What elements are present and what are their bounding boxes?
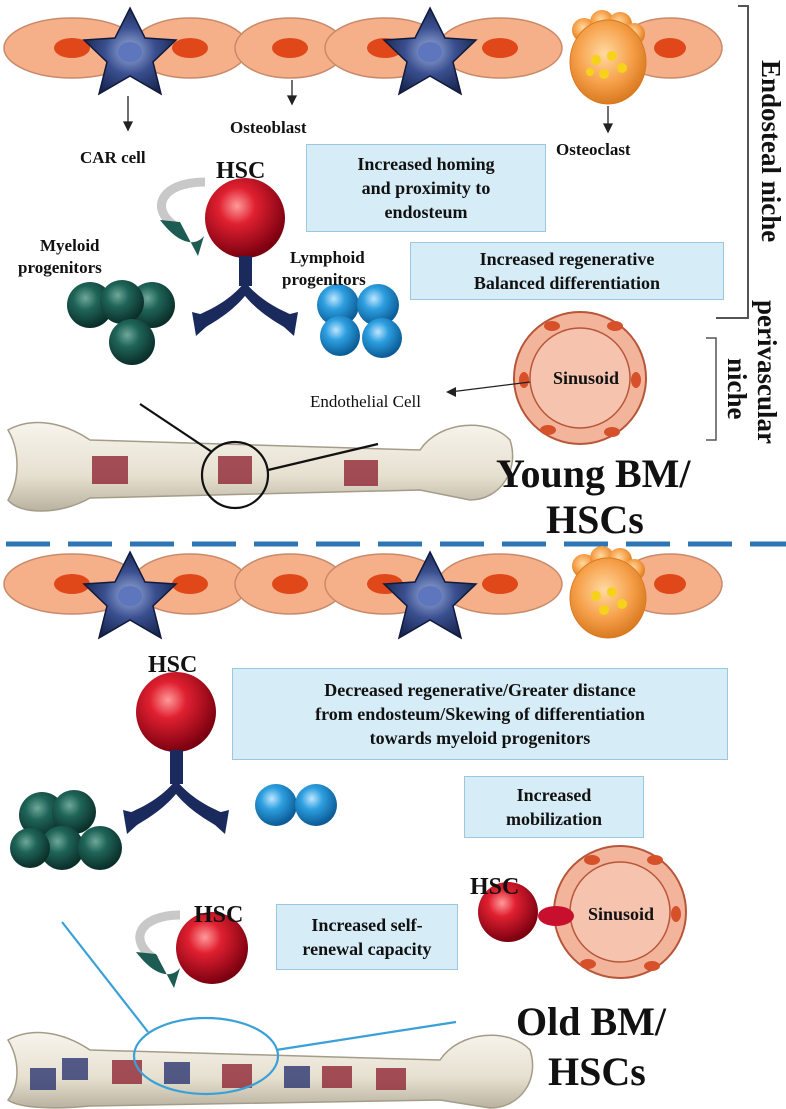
bone-zoom-line bbox=[139, 403, 213, 453]
selfrenewal-line1: Increased self- bbox=[311, 915, 423, 935]
bone-zoom-line bbox=[61, 921, 149, 1033]
regen-line2: Balanced differentiation bbox=[473, 273, 661, 293]
sinusoid-label-old: Sinusoid bbox=[588, 904, 655, 924]
lymphoid-label-line2: progenitors bbox=[282, 270, 366, 289]
niche-label: niche bbox=[722, 358, 752, 420]
osteoblast-nucleus bbox=[172, 574, 208, 594]
bone-zoom-line bbox=[267, 442, 379, 472]
selfrenewal-line2: renewal capacity bbox=[302, 939, 432, 959]
sinusoid-icon bbox=[513, 311, 647, 445]
old-bone-icon bbox=[6, 1031, 534, 1109]
myeloid-label-line2: progenitors bbox=[18, 258, 102, 277]
osteoblast-label: Osteoblast bbox=[230, 118, 307, 137]
hsc-label: HSC bbox=[216, 158, 266, 184]
lymphoid-label-line1: Lymphoid bbox=[290, 248, 365, 267]
perivascular-bracket bbox=[706, 337, 717, 441]
self-renewal-arrow-head bbox=[136, 952, 180, 988]
hsc-cell-icon bbox=[205, 178, 285, 258]
osteoclast-icon bbox=[569, 546, 647, 639]
self-renewal-box: Increased self- renewal capacity bbox=[276, 904, 458, 970]
mobilized-hsc-icon bbox=[478, 882, 538, 942]
car-cell-nucleus bbox=[418, 42, 442, 62]
osteoclast-label: Osteoclast bbox=[556, 140, 631, 159]
decreased-box: Decreased regenerative/Greater distance … bbox=[232, 668, 728, 760]
bone-zoom-circle bbox=[132, 1016, 280, 1096]
lymphoid-progenitor-cluster bbox=[255, 784, 337, 826]
differentiation-arrows-icon bbox=[123, 750, 229, 834]
osteoclast-icon bbox=[569, 10, 647, 105]
mobilization-box: Increased mobilization bbox=[464, 776, 644, 838]
decreased-line1: Decreased regenerative/Greater distance bbox=[324, 680, 636, 700]
lymphoid-progenitor-cluster bbox=[317, 284, 402, 358]
osteoblast-nucleus bbox=[482, 38, 518, 58]
hsc-label-old: HSC bbox=[148, 652, 198, 678]
self-renewal-arrow-head bbox=[160, 220, 204, 256]
car-cell-label: CAR cell bbox=[80, 148, 146, 167]
myeloid-progenitor-cluster bbox=[67, 280, 175, 365]
homing-box: Increased homing and proximity to endost… bbox=[306, 144, 546, 232]
endosteal-niche-label: Endosteal niche bbox=[756, 60, 786, 243]
osteoblast-nucleus bbox=[654, 574, 686, 594]
bone-zoom-line bbox=[275, 1020, 457, 1052]
myeloid-progenitor-cluster bbox=[10, 790, 122, 870]
bone-zoom-circle bbox=[200, 440, 270, 510]
osteoblast-nucleus bbox=[654, 38, 686, 58]
hsc-label-renewal: HSC bbox=[194, 902, 244, 928]
young-bone-icon bbox=[6, 421, 514, 512]
osteoblast-nucleus bbox=[54, 574, 90, 594]
mobilized-hsc-protrusion bbox=[538, 906, 574, 926]
sinusoid-label: Sinusoid bbox=[553, 368, 620, 388]
differentiation-arrows-icon bbox=[192, 256, 298, 336]
homing-line3: endosteum bbox=[384, 202, 468, 222]
regen-line1: Increased regenerative bbox=[479, 249, 655, 269]
regenerative-box: Increased regenerative Balanced differen… bbox=[410, 242, 724, 300]
endothelial-pointer bbox=[449, 381, 531, 393]
osteoblast-nucleus bbox=[272, 574, 308, 594]
decreased-line3: towards myeloid progenitors bbox=[369, 728, 591, 748]
label-pointer-arrows bbox=[122, 80, 614, 134]
mobilization-line2: mobilization bbox=[505, 809, 602, 829]
car-cell-nucleus bbox=[418, 586, 442, 606]
perivascular-label: perivascular bbox=[752, 300, 782, 444]
osteoblast-nucleus bbox=[172, 38, 208, 58]
endosteal-bracket bbox=[716, 5, 749, 319]
old-title-line2: HSCs bbox=[548, 1049, 646, 1094]
endothelial-pointer-head bbox=[446, 387, 456, 397]
car-cell-nucleus bbox=[118, 42, 142, 62]
hsc-cell-icon bbox=[176, 912, 248, 984]
young-title-line2: HSCs bbox=[546, 497, 644, 542]
car-cell-nucleus bbox=[118, 586, 142, 606]
old-title-line1: Old BM/ bbox=[516, 999, 667, 1044]
mobilization-line1: Increased bbox=[516, 785, 592, 805]
myeloid-label-line1: Myeloid bbox=[40, 236, 100, 255]
hsc-label-sinusoid: HSC bbox=[470, 874, 520, 900]
young-title-line1: Young BM/ bbox=[496, 451, 691, 496]
homing-line1: Increased homing bbox=[357, 154, 495, 174]
osteoblast-nucleus bbox=[54, 38, 90, 58]
osteoblast-nucleus bbox=[272, 38, 308, 58]
homing-line2: and proximity to bbox=[361, 178, 491, 198]
hsc-cell-icon bbox=[136, 672, 216, 752]
endothelial-cell-label: Endothelial Cell bbox=[310, 392, 421, 411]
osteoblast-nucleus bbox=[482, 574, 518, 594]
decreased-line2: from endosteum/Skewing of differentiatio… bbox=[315, 704, 645, 724]
